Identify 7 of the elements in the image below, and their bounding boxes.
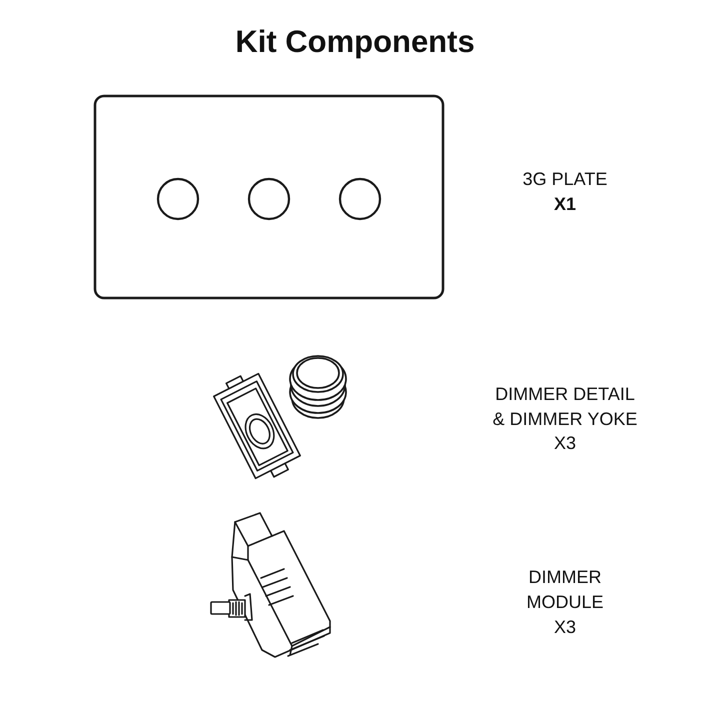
quantity: X1 bbox=[554, 193, 576, 216]
quantity: X3 bbox=[554, 432, 576, 455]
title: Kit Components bbox=[234, 23, 476, 61]
part-name: DIMMER DETAIL & DIMMER YOKE bbox=[492, 383, 638, 431]
part-name: DIMMER MODULE bbox=[525, 566, 604, 614]
part-name: 3G PLATE bbox=[522, 168, 608, 191]
quantity: X3 bbox=[554, 616, 576, 639]
